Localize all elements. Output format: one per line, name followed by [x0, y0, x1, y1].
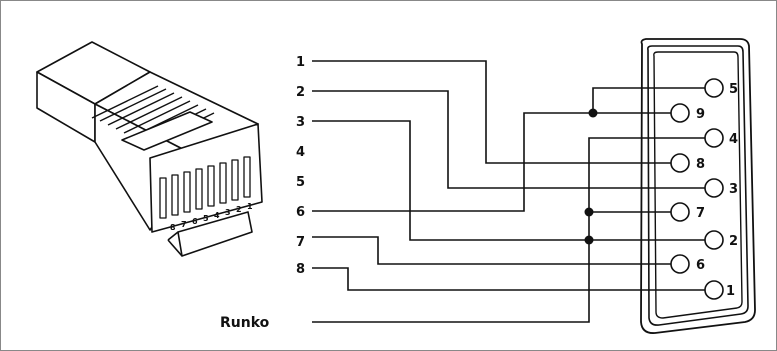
left-pin-label: 6	[296, 205, 305, 220]
db9-pin-3	[704, 178, 724, 198]
db9-pin-label: 9	[696, 107, 705, 122]
rj45-pin-label: 4	[214, 211, 220, 220]
wires	[312, 60, 705, 323]
db9-pin-4	[704, 128, 724, 148]
db9-insert	[653, 51, 743, 319]
db9-inner-shell	[647, 45, 749, 326]
left-pin-label: 5	[296, 175, 305, 190]
db9-outer-shell	[640, 38, 756, 334]
db9-connector	[640, 38, 756, 334]
wire-3-to-2	[312, 120, 705, 241]
db9-pin-label: 6	[696, 258, 705, 273]
left-pin-label: 8	[296, 262, 305, 277]
left-pin-label: 4	[296, 145, 305, 160]
rj45-plug	[36, 41, 263, 257]
rj45-pin-label: 1	[247, 202, 253, 211]
db9-pin-label: 3	[729, 182, 738, 197]
db9-pin-label: 1	[726, 284, 735, 299]
wire-1-to-8	[312, 60, 672, 164]
wire-7-to-6	[312, 236, 672, 265]
junction-dots	[584, 108, 598, 245]
db9-pin-9	[670, 103, 690, 123]
db9-pin-5	[704, 78, 724, 98]
db9-pin-label: 5	[729, 82, 738, 97]
rj45-contact-band	[121, 111, 213, 151]
db9-pin-label: 4	[729, 132, 738, 147]
junction-dot	[584, 235, 594, 245]
rj45-pin-label: 2	[236, 205, 242, 214]
rj45-latch	[177, 211, 253, 257]
db9-pin-1	[704, 280, 724, 300]
db9-pin-label: 8	[696, 157, 705, 172]
junction-dot	[584, 207, 594, 217]
db9-pin-2	[704, 230, 724, 250]
db9-pin-7	[670, 202, 690, 222]
rj45-pin-label: 7	[181, 220, 187, 229]
rj45-latch-edge	[167, 231, 179, 241]
rj45-pin-label: 3	[225, 208, 231, 217]
runko-label: Runko	[220, 315, 270, 331]
left-pin-labels: 1 2 3 4 5 6 7 8	[296, 55, 305, 277]
db9-pin-label: 7	[696, 206, 705, 221]
wire-8-to-1	[312, 267, 705, 291]
rj45-pin-label: 5	[203, 214, 209, 223]
wire-2-to-3	[312, 90, 705, 189]
db9-pins: 5 9 4 8 3 7 2 6 1	[670, 78, 738, 300]
wire-5-jumper	[592, 87, 705, 113]
rj45-pin-label: 8	[170, 223, 176, 232]
left-pin-label: 7	[296, 235, 305, 250]
wire-runko-to-4	[312, 137, 705, 323]
left-pin-label: 2	[296, 85, 305, 100]
rj45-latch-edge-2	[167, 239, 183, 257]
rj45-pin-label: 6	[192, 217, 198, 226]
junction-dot	[588, 108, 598, 118]
db9-pin-8	[670, 153, 690, 173]
rj45-front-slots	[159, 156, 251, 219]
wire-6-to-9	[312, 112, 672, 212]
db9-pin-6	[670, 254, 690, 274]
left-pin-label: 1	[296, 55, 305, 70]
rj45-pin-numbers: 8 7 6 5 4 3 2 1	[170, 202, 253, 232]
left-pin-label: 3	[296, 115, 305, 130]
db9-pin-label: 2	[729, 234, 738, 249]
